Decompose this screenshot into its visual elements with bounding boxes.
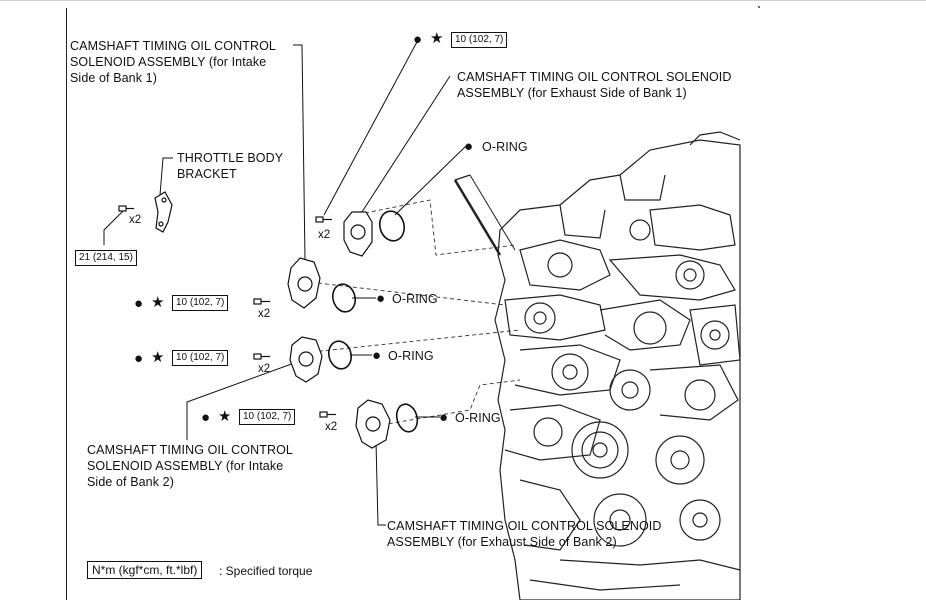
star-symbol: ★ <box>151 349 165 366</box>
dot-symbol: ● <box>464 138 474 155</box>
alignment-lines <box>311 199 521 427</box>
quantity-label: x2 <box>258 308 271 320</box>
dot-symbol: ● <box>413 31 423 48</box>
oring-parts <box>327 210 419 433</box>
dot-symbol: ● <box>372 347 382 364</box>
torque-spec-intake-bank1: 10 (102, 7) <box>172 295 229 311</box>
dot-symbol: ● <box>201 409 211 426</box>
torque-spec-bracket: 21 (214, 15) <box>75 250 137 266</box>
oring-label-intake-bank2: O-RING <box>388 349 434 363</box>
throttle-body-bracket-label: THROTTLE BODY BRACKET <box>177 151 284 181</box>
intake-bank2-label: CAMSHAFT TIMING OIL CONTROL SOLENOID ASS… <box>87 443 293 489</box>
top-border <box>0 0 926 1</box>
engine-illustration <box>453 131 741 600</box>
throttle-bracket-part <box>118 191 173 233</box>
torque-spec-exhaust-bank2: 10 (102, 7) <box>239 409 296 425</box>
exhaust-bank2-label: CAMSHAFT TIMING OIL CONTROL SOLENOID ASS… <box>387 519 662 549</box>
dot-symbol: ● <box>439 409 449 426</box>
intake-bank1-label: CAMSHAFT TIMING OIL CONTROL SOLENOID ASS… <box>70 39 276 85</box>
star-symbol: ★ <box>430 30 444 47</box>
quantity-label: x2 <box>258 363 271 375</box>
oring-label-exhaust-bank1: O-RING <box>482 140 528 154</box>
oring-label-intake-bank1: O-RING <box>392 292 438 306</box>
legend-description: : Specified torque <box>219 564 313 578</box>
star-symbol: ★ <box>218 408 232 425</box>
solenoid-parts <box>253 211 391 449</box>
legend-torque-units: N*m (kgf*cm, ft.*lbf) <box>87 561 203 579</box>
quantity-label: x2 <box>325 421 338 433</box>
dot-symbol: ● <box>376 290 386 307</box>
leader-lines <box>103 39 467 526</box>
left-border <box>66 8 67 600</box>
star-symbol: ★ <box>151 294 165 311</box>
quantity-label: x2 <box>129 214 142 226</box>
corner-mark <box>758 6 760 8</box>
torque-spec-exhaust-bank1: 10 (102, 7) <box>451 32 508 48</box>
exhaust-bank1-label: CAMSHAFT TIMING OIL CONTROL SOLENOID ASS… <box>457 70 732 100</box>
oring-label-exhaust-bank2: O-RING <box>455 411 501 425</box>
dot-symbol: ● <box>134 295 144 312</box>
torque-spec-intake-bank2: 10 (102, 7) <box>172 350 229 366</box>
dot-symbol: ● <box>134 350 144 367</box>
quantity-label: x2 <box>318 229 331 241</box>
